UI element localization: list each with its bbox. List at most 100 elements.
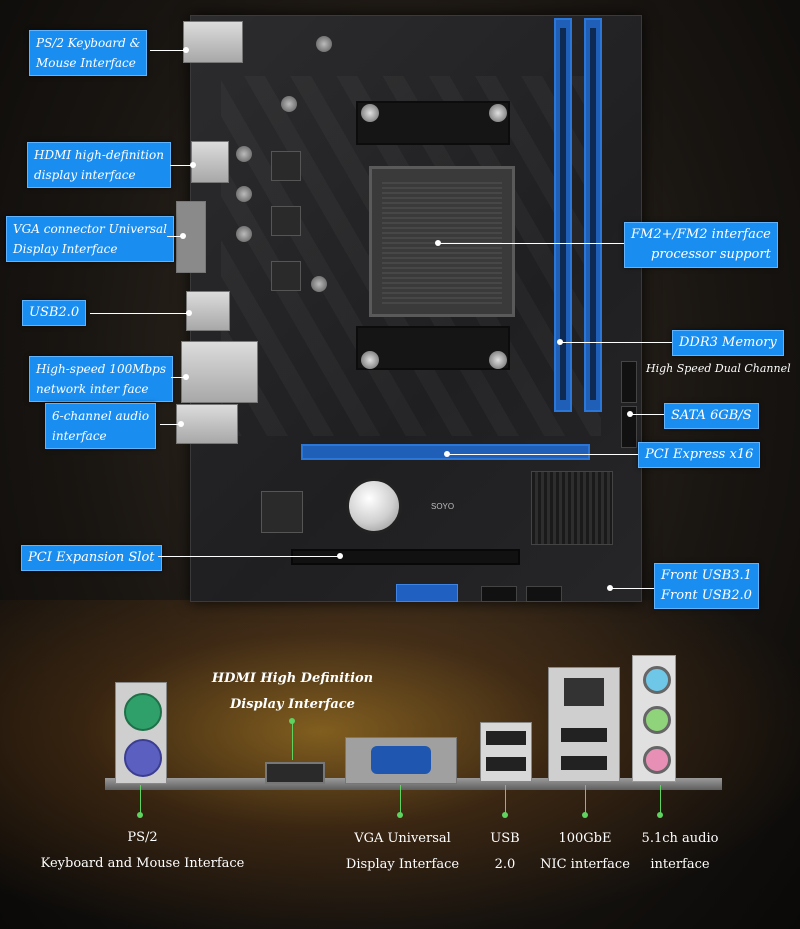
io-vga-label: VGA Universal Display Interface [345,831,460,872]
usb-port [186,291,230,331]
cpu-bracket-bottom [356,326,510,370]
callout-hdmi: HDMI high-definition display interface [27,142,171,188]
io-chip [261,491,303,533]
ps2-port [183,21,243,63]
callout-line [610,588,654,589]
callout-front-usb: Front USB3.1 Front USB2.0 [654,563,759,609]
cpu-bracket-top [356,101,510,145]
callout-dot [183,47,189,53]
callout-line [160,424,180,425]
callout-pci: PCI Expansion Slot [21,545,162,571]
screw-icon [361,351,379,369]
lan-port [181,341,258,403]
rj45-connector [548,667,620,782]
mic-jack-icon [643,746,671,774]
io-nic-label: 100GbE NIC interface [540,831,630,872]
cmos-battery [346,478,402,534]
callout-usb2: USB2.0 [22,300,87,326]
screw-icon [361,104,379,122]
pointer-line [140,785,141,815]
callout-dot [557,339,563,345]
hdmi-connector [265,762,325,784]
capacitor [316,36,332,52]
pointer-dot [582,812,588,818]
motherboard: SOYO [176,15,642,602]
callout-line [90,313,187,314]
callout-dot [183,374,189,380]
mouse-port-icon [124,693,162,731]
screw-icon [489,104,507,122]
callout-line [447,454,638,455]
screw-icon [489,351,507,369]
capacitor [236,226,252,242]
pointer-line [400,785,401,815]
callout-dot [180,233,186,239]
pointer-dot [657,812,663,818]
capacitor [311,276,327,292]
pointer-dot [397,812,403,818]
audio-jacks [632,655,676,782]
io-usb-label: USB 2.0 [490,831,520,872]
callout-sata: SATA 6GB/S [664,403,759,429]
callout-dot [444,451,450,457]
dimm-slot-2 [584,18,602,412]
vrm-chip [271,151,301,181]
vrm-chip [271,206,301,236]
callout-pcie: PCI Express x16 [638,442,761,468]
callout-line [150,50,185,51]
callout-dot [186,310,192,316]
capacitor [236,146,252,162]
callout-vga: VGA connector Universal Display Interfac… [6,216,175,262]
audio-port [176,404,238,444]
callout-line [560,342,672,343]
sata-port [481,586,517,602]
callout-line [167,236,181,237]
pointer-dot [502,812,508,818]
callout-ddr3: DDR3 Memory [672,330,784,356]
ps2-ports [115,682,167,784]
callout-audio: 6-channel audio interface [45,403,157,449]
ddr3-subtitle: High Speed Dual Channel [646,362,791,375]
callout-cpu: FM2+/FM2 interface processor support [624,222,778,268]
pointer-line [585,785,586,815]
dimm-slot-1 [554,18,572,412]
cpu-socket-pins [382,179,502,304]
callout-dot [627,411,633,417]
pointer-dot [289,718,295,724]
callout-dot [337,553,343,559]
usb-connector [480,722,532,782]
callout-line [630,414,664,415]
callout-lan: High-speed 100Mbps network inter face [29,356,174,402]
pointer-line [660,785,661,815]
line-in-jack-icon [643,666,671,694]
io-hdmi-label: HDMI High Definition Display Interface [211,671,374,712]
capacitor [236,186,252,202]
keyboard-port-icon [124,739,162,777]
front-usb-header [396,584,458,602]
chipset-heatsink [531,471,613,545]
board-brand: SOYO [431,502,455,511]
vrm-chip [271,261,301,291]
cpu-socket [369,166,515,317]
callout-dot [190,162,196,168]
callout-line [171,377,185,378]
callout-line [158,556,338,557]
callout-line [170,165,192,166]
callout-dot [435,240,441,246]
io-ps2-label: PS/2 Keyboard and Mouse Interface [40,830,245,871]
sata-port [526,586,562,602]
pointer-dot [137,812,143,818]
vga-connector [345,737,457,784]
line-out-jack-icon [643,706,671,734]
callout-dot [178,421,184,427]
pointer-line [292,720,293,760]
callout-line [438,243,624,244]
callout-ps2: PS/2 Keyboard & Mouse Interface [29,30,148,76]
io-audio-label: 5.1ch audio interface [641,831,719,872]
hdmi-port [191,141,229,183]
callout-dot [607,585,613,591]
sata-port [621,361,637,403]
capacitor [281,96,297,112]
sata-port [621,406,637,448]
pointer-line [505,785,506,815]
